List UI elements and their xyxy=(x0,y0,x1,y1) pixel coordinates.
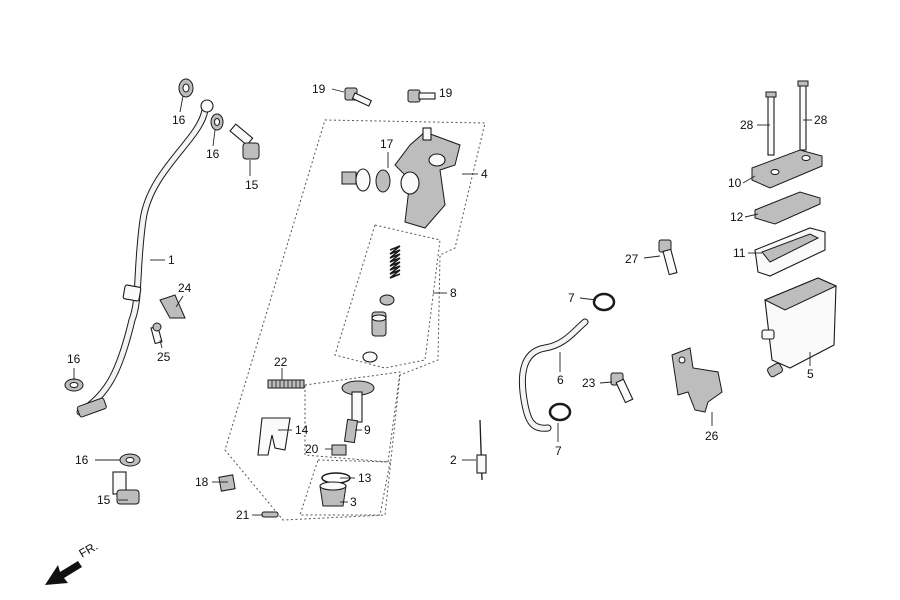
oil-bolt-15b xyxy=(112,471,140,505)
label-part-10: 10 xyxy=(728,176,742,190)
assembly-outline-3 xyxy=(299,459,391,516)
bolt-23 xyxy=(610,372,634,404)
dust-boot-3 xyxy=(319,481,347,507)
label-part-12: 12 xyxy=(730,210,744,224)
label-part-17: 17 xyxy=(380,137,394,151)
label-part-4: 4 xyxy=(481,167,488,181)
master-cylinder-body xyxy=(394,127,461,229)
label-part-7a: 7 xyxy=(568,291,575,305)
bolt-19b xyxy=(407,89,436,103)
clevis-14 xyxy=(257,417,291,456)
sealing-washer-16c xyxy=(64,378,84,392)
cotter-pin-21 xyxy=(261,511,279,518)
label-part-16b: 16 xyxy=(206,147,220,161)
sealing-washer-16b xyxy=(210,113,224,131)
label-part-19a: 19 xyxy=(312,82,326,96)
label-part-28a: 28 xyxy=(740,118,754,132)
label-part-2: 2 xyxy=(450,453,457,467)
reservoir-cap-10 xyxy=(751,149,823,189)
assembly-outline-4 xyxy=(224,119,486,521)
label-part-13: 13 xyxy=(358,471,372,485)
label-part-19b: 19 xyxy=(439,86,453,100)
sealing-washer-16d xyxy=(119,453,141,467)
assembly-outline-9 xyxy=(304,371,401,463)
bolt-27 xyxy=(658,239,678,276)
push-rod-9 xyxy=(341,380,375,444)
screw-28b xyxy=(797,80,809,151)
bolt-19a xyxy=(344,87,373,107)
screw-28a xyxy=(765,91,777,156)
label-part-16c: 16 xyxy=(67,352,81,366)
label-part-26: 26 xyxy=(705,429,719,443)
label-part-27: 27 xyxy=(625,252,639,266)
label-part-23: 23 xyxy=(582,376,596,390)
label-part-28b: 28 xyxy=(814,113,828,127)
bolt-25 xyxy=(150,322,163,345)
label-part-14: 14 xyxy=(295,423,309,437)
front-marker-text: FR. xyxy=(77,539,101,561)
fitting-17-area xyxy=(341,168,420,195)
brake-hose xyxy=(76,99,214,418)
label-part-18: 18 xyxy=(195,475,209,489)
reservoir-tank-5 xyxy=(761,277,838,378)
callout-labels: 1 2 3 4 5 6 7 7 8 9 10 11 12 13 14 15 15… xyxy=(67,82,828,522)
label-part-11: 11 xyxy=(733,246,746,260)
label-part-22: 22 xyxy=(274,355,288,369)
piston-set-8 xyxy=(362,245,401,363)
label-part-1: 1 xyxy=(168,253,175,267)
front-direction-arrow xyxy=(45,561,82,585)
reservoir-hose-6 xyxy=(518,318,589,432)
hose-clip-7b xyxy=(548,402,572,422)
label-part-25: 25 xyxy=(157,350,171,364)
leader-lines xyxy=(73,88,812,516)
nut-20 xyxy=(331,444,347,456)
reservoir-bracket-26 xyxy=(671,347,723,413)
label-part-3: 3 xyxy=(350,495,357,509)
diaphragm-11 xyxy=(754,227,826,277)
spring-22 xyxy=(267,379,305,389)
label-part-8: 8 xyxy=(450,286,457,300)
label-part-20: 20 xyxy=(305,442,319,456)
oil-bolt-15a xyxy=(229,123,260,160)
sealing-washer-16a xyxy=(178,78,194,98)
label-part-24: 24 xyxy=(178,281,192,295)
label-part-21: 21 xyxy=(236,508,250,522)
label-part-16d: 16 xyxy=(75,453,89,467)
label-part-7b: 7 xyxy=(555,444,562,458)
label-part-9: 9 xyxy=(364,423,371,437)
label-part-15b: 15 xyxy=(97,493,111,507)
hose-clip-7a xyxy=(592,292,616,312)
hose-clamp-24 xyxy=(159,294,186,319)
label-part-6: 6 xyxy=(557,373,564,387)
spring-2 xyxy=(476,419,487,481)
label-part-16a: 16 xyxy=(172,113,186,127)
label-part-5: 5 xyxy=(807,367,814,381)
assembly-outline-8 xyxy=(334,224,441,369)
pin-18 xyxy=(218,474,236,492)
label-part-15a: 15 xyxy=(245,178,259,192)
reservoir-plate-12 xyxy=(754,191,821,225)
